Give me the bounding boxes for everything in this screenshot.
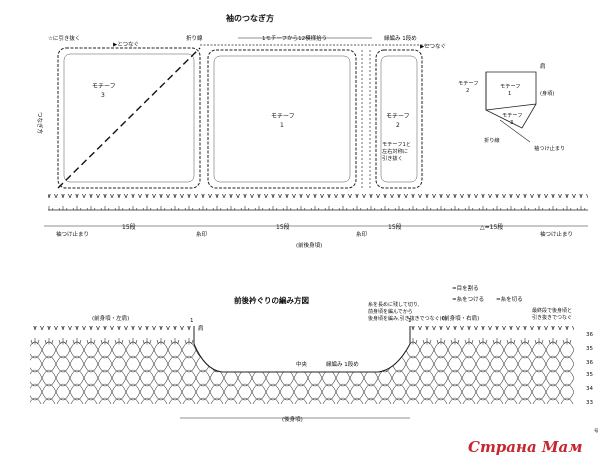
- bottom-title: 前後衿ぐりの編み方図: [234, 295, 309, 305]
- rows-left: 15段: [122, 223, 136, 231]
- rows-right: 15段: [388, 223, 402, 231]
- edge-row-label: 縁編み 1段め: [326, 360, 359, 368]
- note-mid-1: 糸を長めに残して切り,: [368, 301, 420, 308]
- fold-diagonal-line: [57, 47, 201, 189]
- row-1-right: 1: [408, 318, 412, 324]
- mini-shoulder: 肩: [540, 62, 546, 70]
- back-body-label: (後身頃): [282, 415, 303, 423]
- mini-motif-1: モチーフ: [500, 83, 520, 90]
- rows-middle: 15段: [276, 223, 290, 231]
- note-symmetric-1: モチーフ1と: [382, 141, 411, 148]
- note-join-left: ▶とつなぐ: [113, 41, 139, 48]
- mini-motif-3-num: 3: [510, 120, 513, 126]
- page-number: 号: [594, 428, 599, 434]
- right-shoulder-label: (前身頃・右肩): [442, 314, 479, 322]
- motif-3: モチーフ 3: [57, 47, 201, 189]
- legend-1: =目を割る: [452, 284, 479, 292]
- side-vertical-label: つなぎ方: [36, 112, 44, 135]
- note-slip-stitch: ☆に引き抜く: [48, 34, 80, 42]
- note-final-2: 引き抜きでつなぐ: [532, 314, 572, 321]
- front-back-label: (前後身頃): [296, 241, 322, 249]
- mini-motif-2: モチーフ: [458, 80, 478, 87]
- stop-left: 袖つけ止まり: [56, 230, 89, 238]
- mini-stop: 袖つけ止まり: [534, 144, 565, 152]
- arrow-mark-1: 糸印: [196, 230, 208, 238]
- motif-1-label: モチーフ: [271, 113, 295, 120]
- motif-1: モチーフ 1: [207, 49, 357, 189]
- row-35: 35: [586, 346, 593, 352]
- note-join-right: ▶とつなぐ: [420, 43, 446, 50]
- rows-far-right: △=15段: [480, 223, 503, 231]
- note-final-1: 最終段で後身頃と: [532, 307, 572, 314]
- mini-fold: 折り線: [484, 136, 500, 144]
- row-36-top: 36: [586, 332, 593, 338]
- motif-2: モチーフ 2: [375, 49, 423, 189]
- legend-3: =糸を切る: [496, 295, 523, 303]
- center-label: 中央: [296, 360, 308, 368]
- neckline-stitches: [193, 343, 411, 404]
- top-title: 袖のつなぎ方: [225, 13, 274, 23]
- left-shoulder-label: (前身頃・左肩): [92, 314, 129, 322]
- motif-1-number: 1: [280, 122, 284, 129]
- edging-row: [48, 194, 588, 210]
- note-mid-3: 後身頃を編み,引き抜きでつなぐ(0): [368, 315, 447, 322]
- row-33: 33: [586, 400, 593, 406]
- note-symmetric-2: 左右対称に: [382, 147, 408, 155]
- motif-2-label: モチーフ: [386, 113, 410, 120]
- join-rows-label: 縁編み 1段め: [384, 34, 417, 42]
- shoulder-mark: 肩: [198, 324, 204, 332]
- arrow-mark-2: 糸印: [356, 230, 368, 238]
- mini-assembly-diagram: 肩 モチーフ 2 モチーフ 1 (身頃) モチーフ 3 折り線 袖つけ止まり: [458, 62, 565, 152]
- row-35b: 35: [586, 372, 593, 378]
- mini-motif-1-num: 1: [508, 91, 511, 97]
- stop-right: 袖つけ止まり: [540, 230, 573, 238]
- watermark-text: Страна Мам: [468, 438, 582, 456]
- row-1-left: 1: [190, 318, 194, 324]
- row-36: 36: [586, 360, 593, 366]
- row-34: 34: [586, 386, 593, 392]
- right-shoulder-stitches: [410, 326, 574, 404]
- note-mid-2: 前身頃を編んでから: [368, 308, 413, 315]
- legend-2: =糸をつける: [452, 295, 484, 303]
- note-symmetric-3: 引き抜く: [382, 154, 403, 162]
- mini-body: (身頃): [540, 89, 554, 97]
- left-shoulder-stitches: [30, 326, 194, 404]
- fold-line-label-left: 折り線: [186, 34, 203, 42]
- motif-2-number: 2: [396, 122, 400, 129]
- motif-3-number: 3: [101, 92, 105, 99]
- motif-3-label: モチーフ: [92, 83, 116, 90]
- mini-motif-3: モチーフ: [502, 112, 522, 119]
- mini-motif-2-num: 2: [466, 88, 469, 94]
